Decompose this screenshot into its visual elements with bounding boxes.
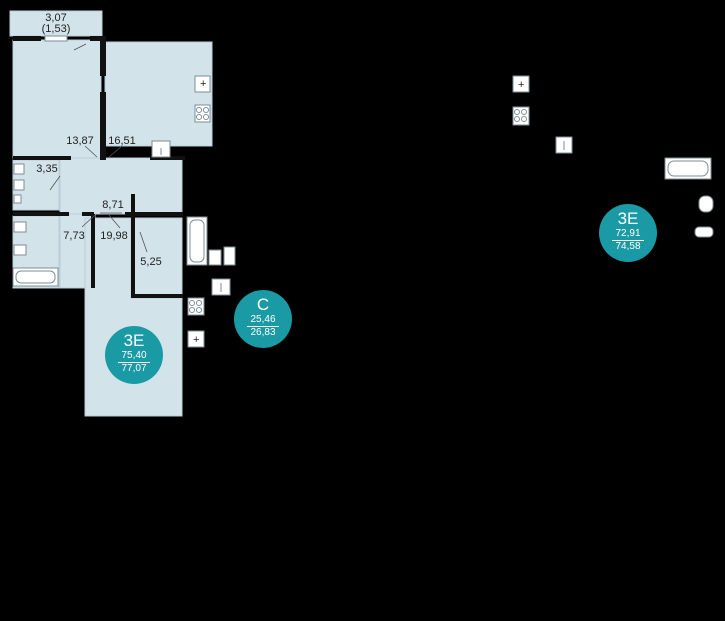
sink-icon: [187, 330, 205, 348]
room1-area: 13,87: [66, 135, 94, 147]
wall: [150, 156, 185, 160]
kitchen-area: 16,51: [108, 135, 136, 147]
wall: [100, 36, 106, 76]
badge-code: 3E: [123, 331, 145, 350]
bath-area: 7,73: [63, 230, 84, 242]
wall: [82, 212, 94, 216]
room2-area: 19,98: [100, 230, 128, 242]
toilet-icon: [223, 246, 236, 266]
storage-area: 5,25: [140, 256, 161, 268]
sink-icon: [512, 75, 530, 93]
bathtub-icon: [664, 157, 712, 180]
stove-icon: [187, 297, 205, 316]
svg-text:+: +: [193, 334, 199, 346]
shaft-icon: [13, 194, 22, 204]
hall-area: 8,71: [102, 199, 123, 211]
svg-text:+: +: [200, 78, 206, 90]
apartment-badge-c: C 25,46 26,83: [234, 290, 292, 348]
bathtub-icon: [186, 216, 208, 266]
wall: [13, 212, 69, 216]
toilet-icon: [698, 195, 714, 213]
balcony: [9, 10, 103, 37]
toilet-icon: [208, 249, 222, 266]
svg-text:+: +: [518, 79, 524, 91]
badge-code: C: [256, 295, 270, 314]
toilet-icon: [13, 221, 27, 233]
badge-area-total: 77,07: [121, 363, 147, 374]
storage: [132, 217, 183, 297]
wall: [125, 212, 183, 216]
badge-area-living: 25,46: [247, 314, 279, 327]
balcony-door: [44, 35, 68, 42]
kitchen: [104, 41, 213, 147]
apartment-badge-main: 3E 75,40 77,07: [105, 326, 163, 384]
bathtub-icon: [12, 267, 59, 287]
badge-area-living: 75,40: [118, 350, 150, 363]
balcony-area: 3,07: [45, 12, 66, 24]
badge-area-total: 26,83: [250, 327, 276, 338]
toilet-icon: [13, 163, 25, 175]
room-1: [12, 39, 102, 159]
sink-icon: [13, 179, 25, 191]
badge-area-living: 72,91: [612, 228, 644, 241]
badge-area-total: 74,58: [615, 241, 641, 252]
apartment-badge-side: 3E 72,91 74,58: [599, 204, 657, 262]
sink-icon: [694, 226, 714, 238]
wall: [91, 214, 95, 288]
wall: [131, 294, 183, 298]
badge-code: 3E: [617, 209, 639, 228]
wall: [100, 92, 106, 160]
stove-icon: [512, 106, 530, 126]
wall: [13, 36, 41, 41]
wall: [131, 194, 135, 298]
wall: [13, 156, 71, 160]
sink-icon: [13, 244, 27, 256]
balcony-area-alt: (1,53): [42, 23, 71, 35]
wc-area: 3,35: [36, 163, 57, 175]
wall: [90, 36, 102, 41]
stove-icon: [194, 104, 211, 123]
sink-icon: [194, 75, 211, 93]
